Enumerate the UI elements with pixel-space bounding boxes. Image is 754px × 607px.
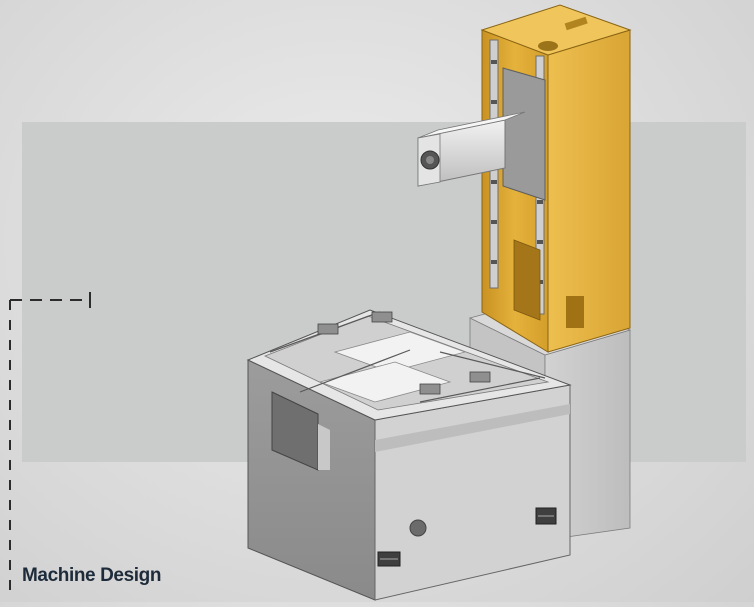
machine-base <box>247 359 571 601</box>
machine-table <box>246 309 572 421</box>
spindle-head <box>417 111 526 187</box>
caption-machine-design: Machine Design <box>22 565 162 586</box>
machine-column <box>480 4 632 353</box>
dashed-bracket <box>9 292 91 600</box>
